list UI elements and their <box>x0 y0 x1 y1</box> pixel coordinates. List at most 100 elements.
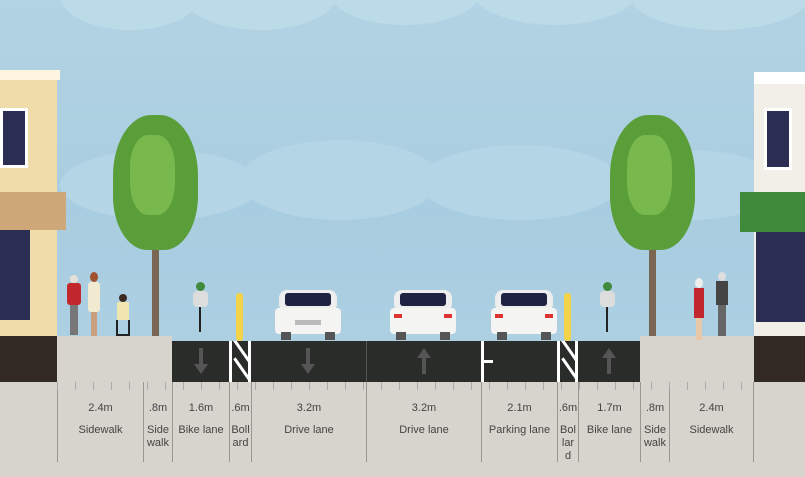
segment-name: Bike lane <box>586 424 633 436</box>
bollard-left <box>236 293 243 341</box>
bollard-right <box>564 293 571 341</box>
ruler-tick <box>615 382 616 390</box>
bollard-buffer-right <box>557 341 578 382</box>
right-building <box>740 72 805 336</box>
building-ground-right <box>754 336 805 382</box>
building-ground-left <box>0 336 57 382</box>
ruler-tick <box>399 382 400 390</box>
segment-width: 2.4m <box>699 402 724 414</box>
cyclist-icon <box>597 282 617 332</box>
pedestrian-icon <box>66 275 82 337</box>
segment-name: Bollard <box>560 424 576 462</box>
segment-width: .6m <box>558 402 578 414</box>
pedestrian-icon <box>714 272 730 338</box>
ruler-tick <box>57 382 58 390</box>
ruler-tick <box>147 382 148 390</box>
cyclist-icon <box>190 282 210 332</box>
car-icon <box>390 290 456 340</box>
segment-name: Drive lane <box>284 424 334 436</box>
ruler-tick <box>597 382 598 390</box>
ruler-tick <box>507 382 508 390</box>
segment-name: Parking lane <box>488 424 551 436</box>
ruler-tick <box>165 382 166 390</box>
ruler-tick <box>687 382 688 390</box>
awning <box>740 192 805 232</box>
arrow-down-icon <box>194 348 208 374</box>
segment-width: 2.1m <box>507 402 532 414</box>
arrow-up-icon <box>602 348 616 374</box>
ruler-tick <box>237 382 238 390</box>
segment-name: Sidewalk <box>78 424 123 436</box>
sidewalk-right <box>640 336 754 382</box>
segment-name: Bike lane <box>178 424 224 436</box>
ruler-tick <box>489 382 490 390</box>
ruler-tick <box>345 382 346 390</box>
tree-left <box>105 115 205 340</box>
shop-window <box>0 230 30 320</box>
ruler-tick <box>219 382 220 390</box>
segment-width: .6m <box>231 402 250 414</box>
ruler-tick <box>273 382 274 390</box>
ruler-tick <box>327 382 328 390</box>
ruler-tick <box>471 382 472 390</box>
segment-name: Sidewalk <box>643 424 667 449</box>
parked-car-icon <box>491 290 557 340</box>
segment-width: .8m <box>645 402 665 414</box>
child-pedestrian-icon <box>116 294 130 338</box>
segment-width: 1.6m <box>188 402 214 414</box>
lane-divider <box>366 341 367 382</box>
ruler-tick <box>183 382 184 390</box>
ruler-tick <box>525 382 526 390</box>
segment-width: 1.7m <box>597 402 622 414</box>
pedestrian-icon <box>87 272 101 338</box>
left-building <box>0 70 66 336</box>
window <box>0 108 28 168</box>
ruler-tick <box>93 382 94 390</box>
ruler-tick <box>633 382 634 390</box>
arrow-up-icon <box>417 348 431 374</box>
ruler-tick <box>129 382 130 390</box>
bollard-buffer-left <box>229 341 251 382</box>
segment-name: Sidewalk <box>689 424 734 436</box>
ruler-tick <box>201 382 202 390</box>
segment-width: 3.2m <box>296 402 322 414</box>
segment-name: Drive lane <box>399 424 449 436</box>
ruler-tick <box>255 382 256 390</box>
segment-width: 2.4m <box>88 402 113 414</box>
ruler-tick <box>75 382 76 390</box>
ruler-tick <box>651 382 652 390</box>
shop-window <box>756 232 805 322</box>
window <box>764 108 792 170</box>
ruler-tick <box>669 382 670 390</box>
pedestrian-icon <box>692 278 706 340</box>
ruler-tick <box>309 382 310 390</box>
ruler-tick <box>723 382 724 390</box>
tree-right <box>602 115 702 340</box>
ruler-tick <box>705 382 706 390</box>
arrow-down-icon <box>301 348 315 374</box>
ruler-tick <box>741 382 742 390</box>
ruler-tick <box>543 382 544 390</box>
ruler-tick <box>417 382 418 390</box>
ruler-tick <box>381 382 382 390</box>
ruler-tick <box>363 382 364 390</box>
sidewalk-left <box>57 336 172 382</box>
car-icon <box>275 290 341 340</box>
segment-width: 3.2m <box>411 402 437 414</box>
segment-name: Sidewalk <box>146 424 170 449</box>
ruler-tick <box>435 382 436 390</box>
segment-width: .8m <box>148 402 168 414</box>
segment-name: Bollard <box>231 424 250 449</box>
ruler-tick <box>111 382 112 390</box>
